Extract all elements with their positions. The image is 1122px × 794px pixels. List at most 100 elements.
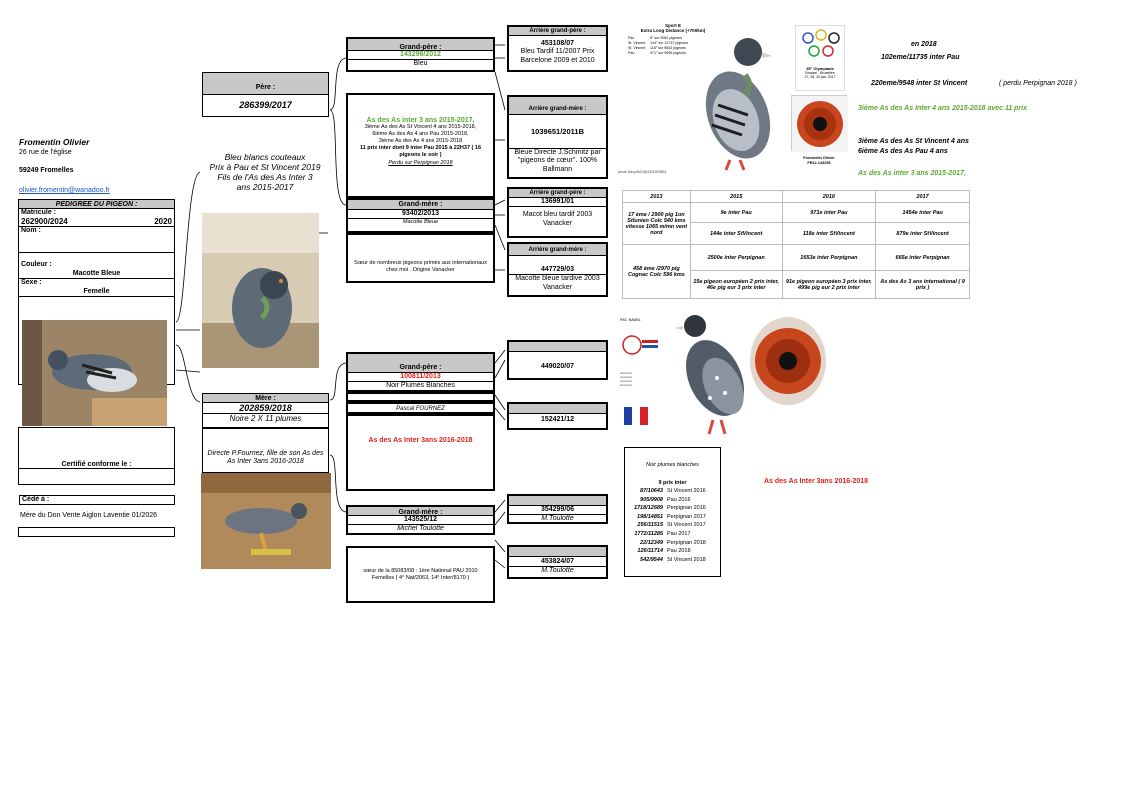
eye-caption: Fromentin Olivier FR12-143296 [785,156,853,166]
couleur-value: Macotte Bleue [19,270,174,280]
gm2-breeder: Michel Toulotte [397,525,444,533]
fournez-caption: Noir plumes blanches [646,462,699,468]
sport-subtitle: Extra Long Distance (+700km) [640,28,706,33]
win-race: Perpignan 2018 [667,539,706,546]
win-rank: 22/12349 [640,539,663,546]
sport-title: Sport E [664,23,681,28]
fournez-wins-box: Noir plumes blanches 9 prix inter 87/106… [624,447,721,577]
win-race: St Vincent 2018 [667,556,706,563]
sport-row-result: 118° sur 9843 pigeons [650,46,686,50]
perf-cell: 144e inter StVincent [689,222,783,245]
perf-cell: 15e pigeon européen 2 prix inter, 46e pi… [689,270,783,299]
gm2-ring: 143525/12 [348,516,493,526]
pere-ring: 286399/2017 [239,100,292,110]
olympiade-logo: 35° Olympiade Brussel - Bruxelles 27, 28… [795,25,845,91]
agp4-box: 354299/06 M.Toulotte [507,494,608,524]
result-pau-2018: 102eme/11735 inter Pau [881,54,960,61]
father-photo [202,213,319,368]
nom-label: Nom : [19,227,174,254]
gp1-title: As des As inter 3 ans 2015-2017, [366,117,475,124]
gm1-color: Macotte Bleue [402,219,439,226]
agp2-label: Arrière grand-père : [509,189,606,198]
year-value: 2020 [154,217,172,227]
gp2-label: Grand-père : [348,354,493,373]
couleur-label: Couleur : [21,261,52,269]
fournez-prix: 9 prix inter [658,480,687,486]
grandsire-photo [690,20,780,180]
gp1-line4: 11 prix inter dont 9 inter Pau 2015 à 22… [359,145,482,158]
result-stvincent-2018: 220eme/9548 inter St Vincent [871,80,968,87]
mere-box: Mère : 202859/2018 Noire 2 X 11 plumes [202,393,329,428]
owner-name: Fromentin Olivier [19,137,90,147]
sport-row-place: Pau [628,51,635,55]
agm2-ring: 447729/03 [509,266,606,276]
gm2-label: Grand-mère : [348,507,493,516]
certifie-label: Certifié conforme le : [61,461,132,468]
france-flag-icon [624,407,648,425]
pedigree-card: PEDIGREE DU PIGEON : Matricule : 262900/… [18,199,175,385]
agm1-label: Arrière grand-mère : [509,97,606,115]
perf-cell: As des As 3 ans international ( 9 prix ) [875,270,970,299]
perf-cell-2013a: 17 ème / 2900 pig 1on Stlunien Colc 540 … [622,202,691,245]
perf-cell: 2500e inter Perpignan [689,244,783,271]
win-race: Perpignan 2017 [667,513,706,520]
agm2-desc: Macotte bleue tardive 2003 Vanacker [515,275,600,291]
mere-ring: 202859/2018 [239,403,292,413]
gm2-box: Grand-mère : 143525/12 Michel Toulotte [346,505,495,535]
matricule-label: Matricule : [21,209,57,216]
win-rank: 905/9908 [640,496,663,503]
agm1-ring: 1039651/2011B [531,127,584,136]
sport-row-result: 971° sur 9996 pigeons [650,51,687,55]
win-race: Pau 2017 [667,530,691,537]
sexe-value: Femelle [19,288,174,297]
agm4-ring: 453824/07 [540,558,575,565]
agp1-ring: 453108/07 [540,40,575,47]
mother-photo [201,473,331,569]
sport-row-result: 5° sur 9052 pigeons [650,36,683,40]
perf-cell: 971e inter Pau [781,202,877,223]
gm1-ring: 93402/2013 [348,210,493,220]
win-race: Pau 2016 [667,496,691,503]
owner-email-link[interactable]: olivier.fromentin@wanadoo.fr [19,186,110,194]
agp1-desc: Bleu Tardif 11/2007 Prix Barcelone 2009 … [520,48,595,64]
signature-box [18,468,175,485]
result-year: en 2018 [911,41,937,48]
gp1-color: Bleu [413,60,428,68]
win-race: St Vincent 2017 [667,522,706,529]
sport-row-place: St. Vincent [628,41,646,45]
olympiade-line1: 35° Olympiade [806,66,834,71]
win-rank: 1772/11285 [634,530,663,537]
sexe-label: Sexe : [21,279,42,287]
pere-box: Père : 286399/2017 [202,72,329,117]
result-pau-4ans: 6ième As des As Pau 4 ans [858,148,948,155]
pedigree-note: Mère du Don Vente Aiglon Laventie 01/202… [20,512,157,519]
gp1-details: As des As inter 3 ans 2015-2017, 3ième A… [346,93,495,198]
gp1-line3: 3ième As des As 4 ans 2015-2018 [378,138,463,144]
fournez-logo-text: PAS. NAMEL [620,318,641,322]
result-as-des-as-4ans: 3ième As des As Inter 4 ans 2015-2018 av… [858,105,1028,112]
result-lost: ( perdu Perpignan 2018 ) [999,80,1077,87]
matricule-value: 262900/2024 [21,217,68,227]
result-stvincent-4ans: 3ième As des As St Vincent 4 ans [858,138,969,145]
agp1-label: Arrière grand-père : [509,27,606,36]
gp2-color: Noir Plumes Blanches [386,382,455,390]
sport-row-result: 144° sur 12737 pigeons [650,41,689,45]
photo-credit: photo Davy4022@4311919964 [618,170,667,174]
agm3-ring: 152421/12 [540,416,575,423]
perf-cell: 118e inter StVincent [781,222,877,245]
perf-cell: 1653e inter Perpignan [781,244,877,271]
agm1-desc: Bleue Directe J.Schmitz par "pigeons de … [509,148,606,174]
eye-caption-name: Fromentin Olivier [803,156,835,160]
sport-row-place: St. Vincent [628,46,646,50]
gp2-breeder: Pascal FOURNEZ [346,402,495,414]
gp2-details: As des As Inter 3ans 2016-2018 [346,414,495,491]
gp1-ring: 143296/2012 [348,51,493,61]
agm1-box: Arrière grand-mère : 1039651/2011B Bleue… [507,95,608,179]
empty-box [18,527,175,537]
perf-cell-2013b: 458 ème /2970 pig Cognac Colc 596 kms [622,244,691,299]
gp2-blank [346,392,495,402]
father-caption: Bleu blancs couteaux Prix à Pau et St Vi… [200,152,330,192]
gp2-title: As des As Inter 3ans 2016-2018 [368,437,473,444]
pigeon-photo [22,320,167,426]
